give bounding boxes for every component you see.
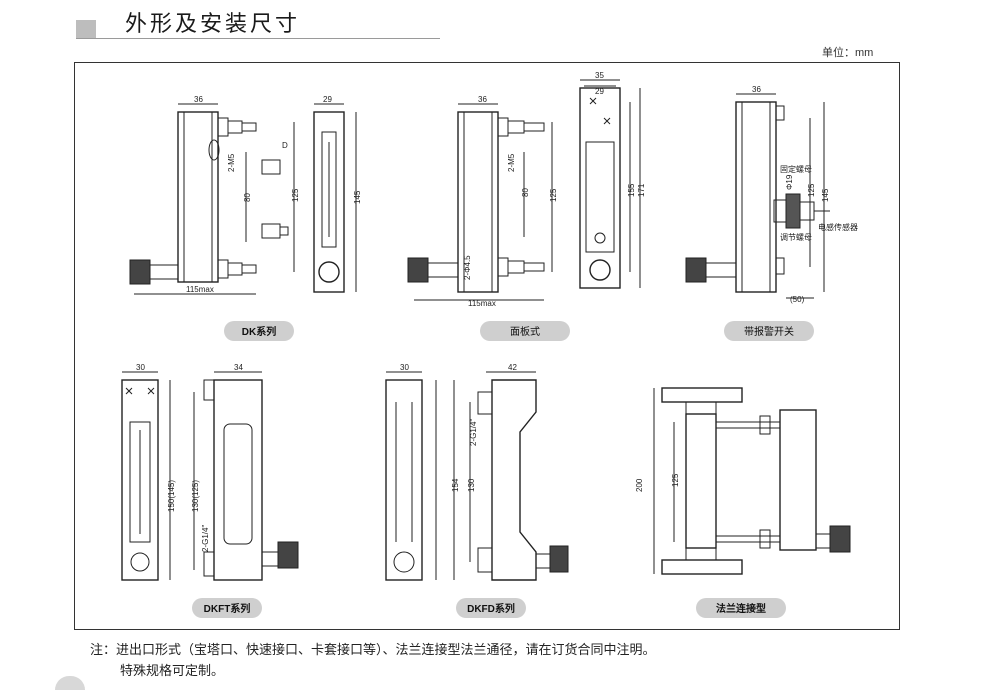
figure-dk-series: 36 29 115max 2-M5 80 D 125 145 DK系列 — [129, 95, 362, 341]
svg-text:125: 125 — [549, 188, 558, 202]
svg-text:80: 80 — [243, 193, 252, 202]
callout-adjusting-nut: 调节螺母 — [780, 232, 812, 242]
svg-text:115max: 115max — [186, 285, 214, 294]
svg-text:125: 125 — [671, 473, 680, 487]
flange-caption: 法兰连接型 — [716, 602, 766, 615]
svg-text:150(145): 150(145) — [167, 480, 176, 512]
svg-text:2-G1/4": 2-G1/4" — [469, 419, 478, 446]
svg-text:80: 80 — [521, 188, 530, 197]
svg-text:155: 155 — [627, 183, 636, 197]
panel-caption-pill — [480, 321, 570, 341]
svg-text:130(125): 130(125) — [191, 480, 200, 512]
svg-text:35: 35 — [595, 71, 604, 80]
header-accent-block — [76, 20, 96, 38]
drawing-frame — [74, 62, 900, 630]
dkft-caption-pill — [192, 598, 262, 618]
svg-text:2-M5: 2-M5 — [227, 153, 236, 172]
alarm-caption: 带报警开关 — [744, 325, 794, 338]
footnote: 注：进出口形式（宝塔口、快速接口、卡套接口等）、法兰连接型法兰通径，请在订货合同… — [90, 639, 656, 681]
svg-text:200: 200 — [635, 478, 644, 492]
svg-text:30: 30 — [136, 363, 145, 372]
svg-text:42: 42 — [508, 363, 517, 372]
panel-caption: 面板式 — [510, 325, 540, 338]
callout-fixing-nut: 固定螺母 — [780, 164, 812, 174]
svg-text:171: 171 — [637, 183, 646, 197]
footnote-line-2: 特殊规格可定制。 — [120, 663, 225, 678]
dkfd-caption: DKFD系列 — [467, 602, 515, 615]
figure-flange-type: 200 125 法兰连接型 — [635, 387, 851, 618]
svg-text:125: 125 — [807, 183, 816, 197]
figure-dkft-series: 30 34 150(145) 130(125) 2-G1/4" DKFT系列 — [121, 363, 299, 618]
svg-text:(50): (50) — [790, 295, 805, 304]
svg-text:36: 36 — [478, 95, 487, 104]
svg-text:115max: 115max — [468, 299, 496, 308]
svg-text:Φ19: Φ19 — [785, 174, 794, 190]
dkfd-caption-pill — [456, 598, 526, 618]
svg-text:145: 145 — [353, 190, 362, 204]
figure-dkfd-series: 30 42 2-G1/4" 154 130 DKFD系列 — [385, 363, 569, 618]
svg-text:30: 30 — [400, 363, 409, 372]
svg-text:36: 36 — [752, 85, 761, 94]
svg-text:2-Φ4.5: 2-Φ4.5 — [463, 255, 472, 280]
footnote-line-1: 注：进出口形式（宝塔口、快速接口、卡套接口等）、法兰连接型法兰通径，请在订货合同… — [90, 642, 656, 657]
svg-text:2-G1/4": 2-G1/4" — [201, 525, 210, 552]
dimension-drawings: 36 29 115max 2-M5 80 D 125 145 DK系列 — [121, 71, 858, 618]
alarm-caption-pill — [724, 321, 814, 341]
svg-text:130: 130 — [467, 478, 476, 492]
svg-text:D: D — [282, 141, 288, 150]
dk-caption: DK系列 — [242, 325, 276, 338]
unit-label: 单位：mm — [822, 47, 874, 59]
header-divider — [76, 38, 440, 39]
svg-text:29: 29 — [323, 95, 332, 104]
svg-text:2-M5: 2-M5 — [507, 153, 516, 172]
page-title: 外形及安装尺寸 — [125, 11, 301, 36]
svg-text:34: 34 — [234, 363, 243, 372]
callout-inductive-sensor: 电感传感器 — [818, 222, 858, 232]
dkft-caption: DKFT系列 — [204, 602, 251, 615]
flange-caption-pill — [696, 598, 786, 618]
dk-caption-pill — [224, 321, 294, 341]
svg-text:125: 125 — [291, 188, 300, 202]
svg-text:29: 29 — [595, 87, 604, 96]
svg-text:154: 154 — [451, 478, 460, 492]
svg-text:145: 145 — [821, 188, 830, 202]
figure-alarm-switch: 36 125 145 (50) Φ19 固定螺母 调节螺母 电感传感器 带报警开… — [685, 85, 858, 341]
corner-decoration — [55, 676, 85, 690]
figure-panel-type: 36 35 29 2-M5 80 125 155 171 2-Φ4.5 115m… — [407, 71, 646, 341]
svg-text:36: 36 — [194, 95, 203, 104]
